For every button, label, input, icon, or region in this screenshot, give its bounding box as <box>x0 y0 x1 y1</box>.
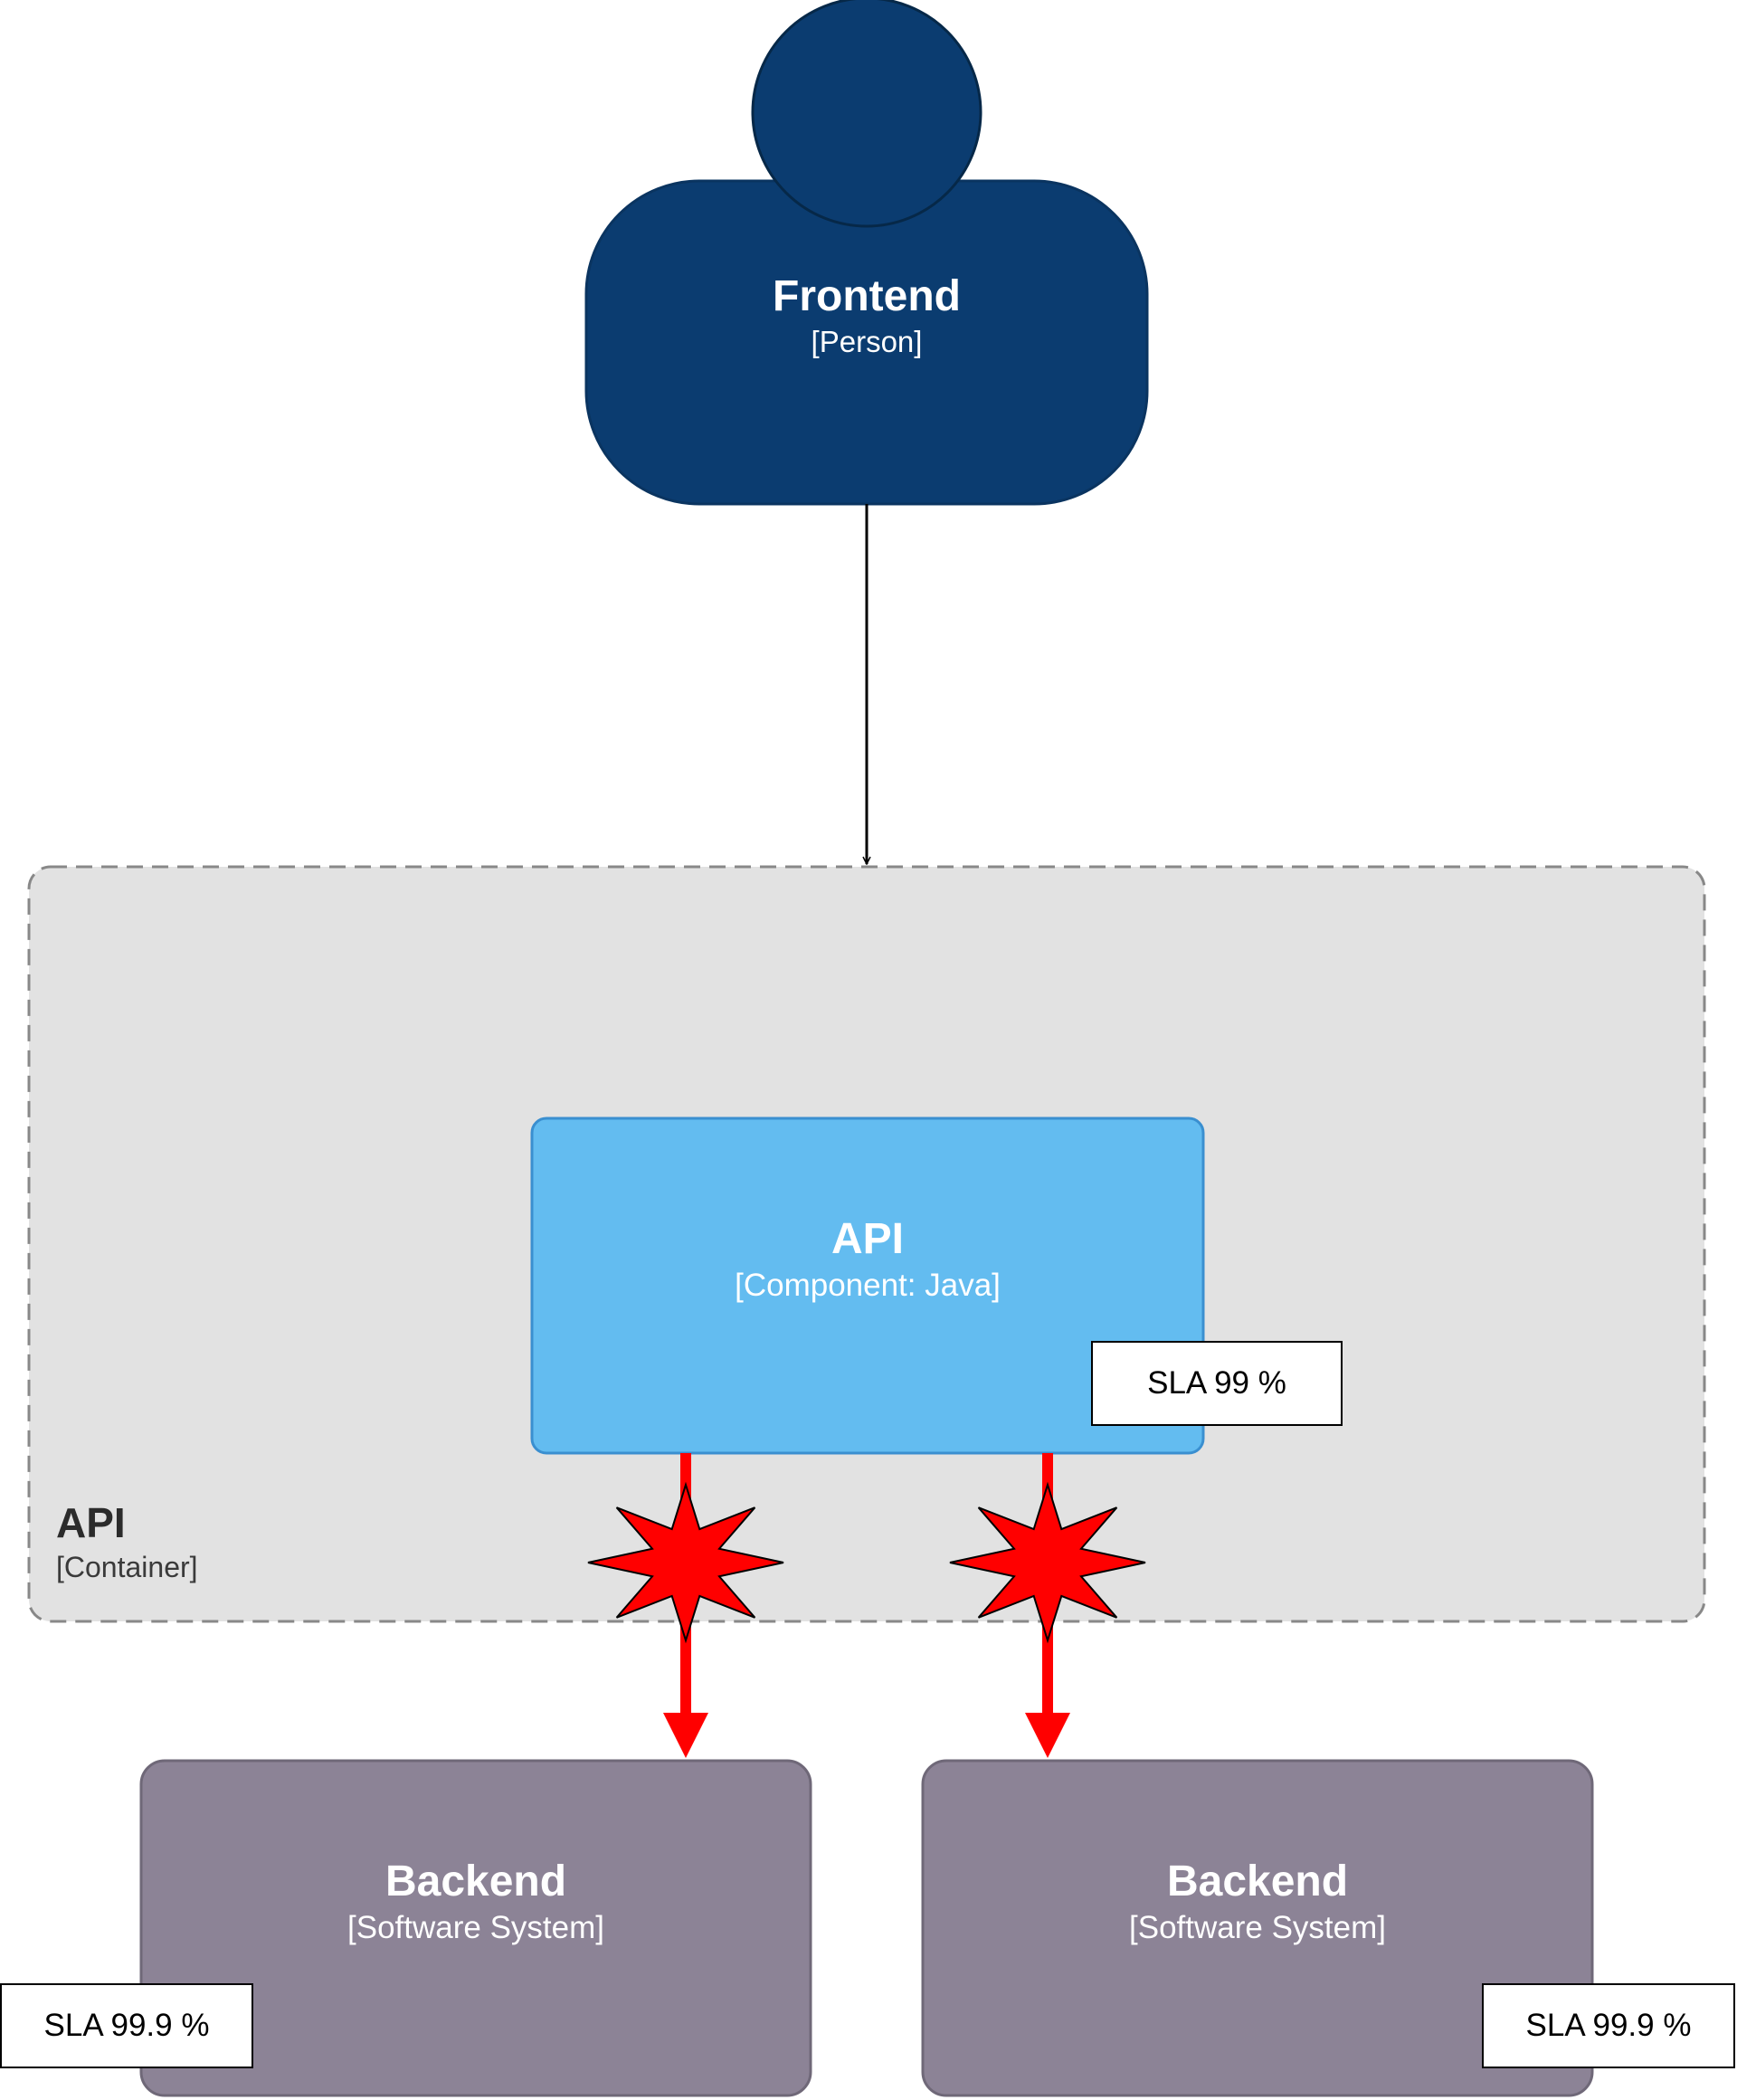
system-backend-right[interactable] <box>921 1759 1594 2097</box>
component-title: API <box>831 1215 904 1263</box>
container-subtitle: [Container] <box>56 1551 198 1583</box>
system-left-subtitle: [Software System] <box>347 1910 604 1945</box>
system-right-sla-badge: SLA 99.9 % <box>1482 1983 1735 2068</box>
person-head <box>751 0 982 228</box>
person-label: Frontend [Person] <box>586 271 1147 362</box>
system-right-label: Backend [Software System] <box>923 1857 1592 1949</box>
person-subtitle: [Person] <box>811 325 923 358</box>
container-title: API <box>56 1499 126 1546</box>
system-backend-left[interactable] <box>139 1759 812 2097</box>
system-right-subtitle: [Software System] <box>1129 1910 1386 1945</box>
component-label: API [Component: Java] <box>532 1214 1203 1307</box>
component-subtitle: [Component: Java] <box>735 1268 1001 1303</box>
system-right-title: Backend <box>1166 1858 1349 1905</box>
system-left-title: Backend <box>384 1858 567 1905</box>
component-api[interactable] <box>530 1117 1205 1455</box>
component-sla-badge: SLA 99 % <box>1091 1341 1343 1426</box>
container-label: API [Container] <box>56 1498 198 1587</box>
person-title: Frontend <box>773 272 961 320</box>
system-left-label: Backend [Software System] <box>141 1857 811 1949</box>
person-frontend[interactable] <box>584 0 1149 506</box>
explosion-icon-right <box>949 1481 1146 1644</box>
explosion-icon-left <box>587 1481 784 1644</box>
system-left-sla-badge: SLA 99.9 % <box>0 1983 253 2068</box>
